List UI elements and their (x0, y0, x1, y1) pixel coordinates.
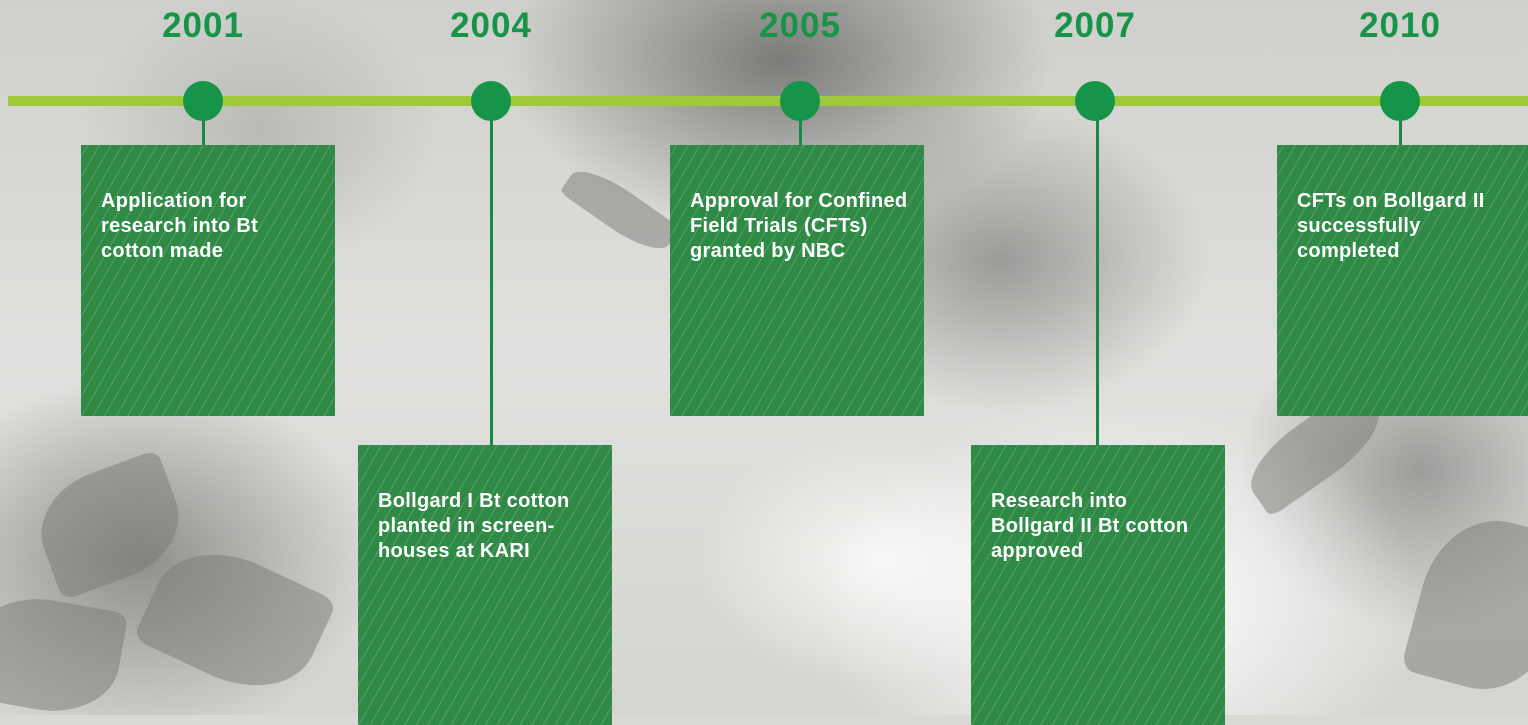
event-card: Application for research into Bt cotton … (81, 145, 335, 416)
event-text: Bollgard I Bt cotton planted in screen-h… (378, 490, 570, 562)
year-label: 2010 (1359, 6, 1441, 45)
event-text: Research into Bollgard II Bt cotton appr… (991, 490, 1189, 562)
timeline-bar (8, 96, 1528, 106)
connector-line (201, 101, 205, 146)
event-text: Application for research into Bt cotton … (101, 190, 259, 262)
year-label: 2007 (1054, 6, 1136, 45)
year-label: 2004 (450, 6, 532, 45)
leaf-shape (132, 529, 338, 711)
year-label: 2001 (162, 6, 244, 45)
leaf-shape (559, 159, 681, 261)
timeline-dot (1380, 81, 1420, 121)
event-text: CFTs on Bollgard II successfully complet… (1297, 190, 1485, 262)
event-card: Research into Bollgard II Bt cotton appr… (971, 445, 1225, 725)
event-text: Approval for Confined Field Trials (CFTs… (690, 190, 908, 262)
timeline-dot (780, 81, 820, 121)
leaf-shape (0, 587, 129, 715)
year-label: 2005 (759, 6, 841, 45)
event-card: Bollgard I Bt cotton planted in screen-h… (358, 445, 612, 725)
timeline-dot (1075, 81, 1115, 121)
connector-line (1398, 101, 1402, 146)
connector-line (489, 101, 493, 446)
leaf-shape (1400, 504, 1528, 706)
event-card: CFTs on Bollgard II successfully complet… (1277, 145, 1528, 416)
timeline-dot (183, 81, 223, 121)
connector-line (1095, 101, 1099, 446)
timeline-dot (471, 81, 511, 121)
event-card: Approval for Confined Field Trials (CFTs… (670, 145, 924, 416)
connector-line (798, 101, 802, 146)
